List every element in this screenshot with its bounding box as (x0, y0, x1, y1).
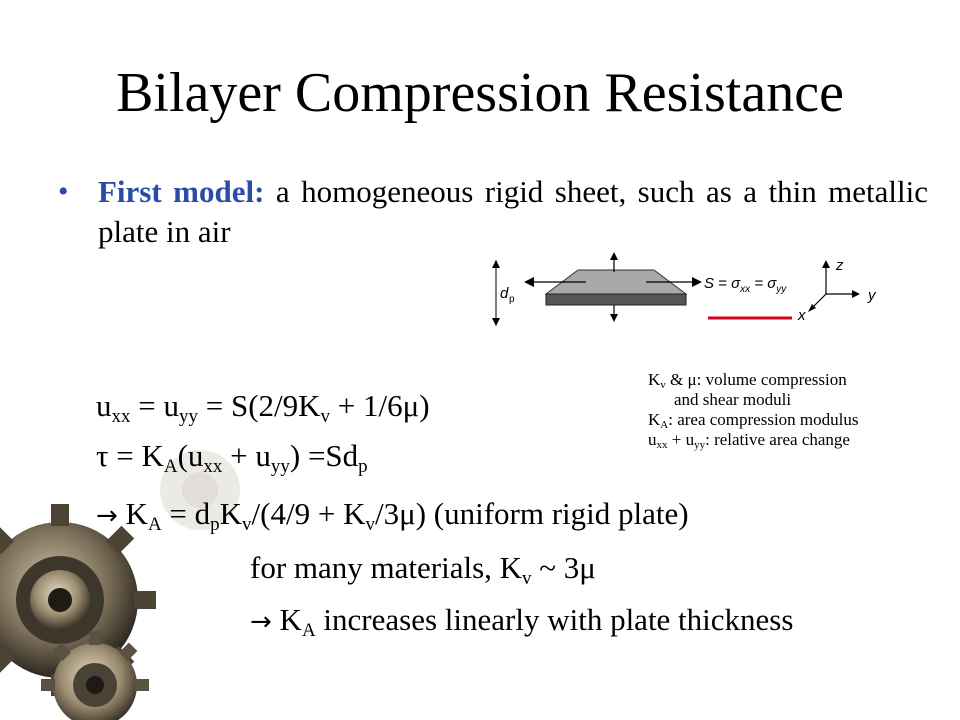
right-arrow-icon: → (250, 607, 272, 637)
small-gear-icon (41, 631, 149, 720)
eq1-part: + 1/6μ) (330, 388, 430, 423)
eq3-sub: v (365, 514, 375, 535)
axis-x-label: x (797, 307, 806, 324)
slide-title: Bilayer Compression Resistance (116, 62, 844, 124)
stress-text-2: = σ (750, 275, 777, 292)
eq3-part: /(4/9 + K (251, 496, 366, 531)
equation-1: uxx = uyy = S(2/9Kv + 1/6μ) (96, 386, 430, 426)
eq5-sub: A (301, 620, 316, 641)
legend-part: + u (667, 430, 695, 449)
right-arrow-icon: → (96, 501, 118, 531)
legend-part: K (648, 410, 661, 429)
legend-line-1: Kv & μ: volume compression (648, 370, 928, 391)
eq1-part: = S(2/9K (197, 388, 321, 423)
stress-sub-1: xx (739, 284, 751, 295)
eq4-part: for many materials, K (250, 550, 523, 585)
eq3-part: K (219, 496, 243, 531)
eq5-part: K (271, 602, 302, 637)
eq2-part: τ = K (96, 438, 164, 473)
plate-base (545, 293, 687, 306)
legend-sub: v (660, 379, 666, 391)
legend-line-3: KA: area compression modulus (648, 410, 928, 431)
eq1-sub: xx (111, 406, 131, 427)
legend-part: & μ: volume compression (665, 370, 847, 389)
eq2-part: ) =Sd (289, 438, 359, 473)
legend-part: K (648, 370, 661, 389)
equation-5: → KA increases linearly with plate thick… (250, 600, 793, 642)
bullet-body: a homogeneous rigid sheet, such as a thi… (98, 174, 928, 249)
eq2-part: (u (177, 438, 204, 473)
legend-part: : area compression modulus (668, 410, 859, 429)
symbol-legend: Kv & μ: volume compression and shear mod… (648, 370, 928, 451)
eq1-sub: yy (178, 406, 198, 427)
faded-gear-icon (160, 450, 240, 530)
bullet-dot: • (58, 175, 69, 208)
eq3-sub: v (242, 514, 252, 535)
eq1-part: u (96, 388, 112, 423)
equation-2: τ = KA(uxx + uyy) =Sdp (96, 436, 368, 476)
eq2-sub: A (163, 456, 178, 477)
eq3-part: /3μ) (uniform rigid plate) (374, 496, 689, 531)
eq3-part: = d (161, 496, 211, 531)
bullet-label: First model: (98, 174, 265, 209)
eq5-part: increases linearly with plate thickness (315, 602, 794, 637)
eq2-part: + u (222, 438, 271, 473)
eq2-sub: p (358, 456, 368, 477)
equation-4: for many materials, Kv ~ 3μ (250, 548, 596, 588)
bullet-text: First model: a homogeneous rigid sheet, … (98, 172, 928, 252)
legend-part: : relative area change (705, 430, 850, 449)
axis-y-label: y (867, 287, 877, 304)
stress-text-1: S = σ (704, 275, 741, 292)
stress-sub-2: yy (775, 284, 787, 295)
eq4-part: ~ 3μ (531, 550, 596, 585)
legend-sub: yy (694, 439, 706, 451)
eq3-sub: A (147, 514, 162, 535)
legend-line-4: uxx + uyy: relative area change (648, 430, 928, 451)
eq2-sub: xx (203, 456, 223, 477)
legend-sub: xx (656, 439, 668, 451)
legend-sub: A (660, 419, 669, 431)
dp-sub: p (509, 294, 515, 305)
eq3-part: K (117, 496, 148, 531)
eq4-sub: v (522, 568, 532, 589)
gears-decoration (0, 450, 240, 720)
legend-line-2: and shear moduli (674, 390, 792, 409)
stress-label: S = σxx = σyy (704, 275, 787, 295)
eq1-sub: v (320, 406, 331, 427)
eq3-sub: p (210, 514, 220, 535)
large-gear-icon (0, 504, 156, 696)
plate-diagram: d p S = σxx = σyy z y x (492, 252, 877, 326)
eq1-part: = u (130, 388, 179, 423)
axis-z-label: z (835, 257, 844, 274)
eq2-sub: yy (270, 456, 290, 477)
legend-part: u (648, 430, 657, 449)
equation-3: → KA = dpKv/(4/9 + Kv/3μ) (uniform rigid… (96, 494, 689, 536)
dp-label: d (500, 285, 509, 302)
